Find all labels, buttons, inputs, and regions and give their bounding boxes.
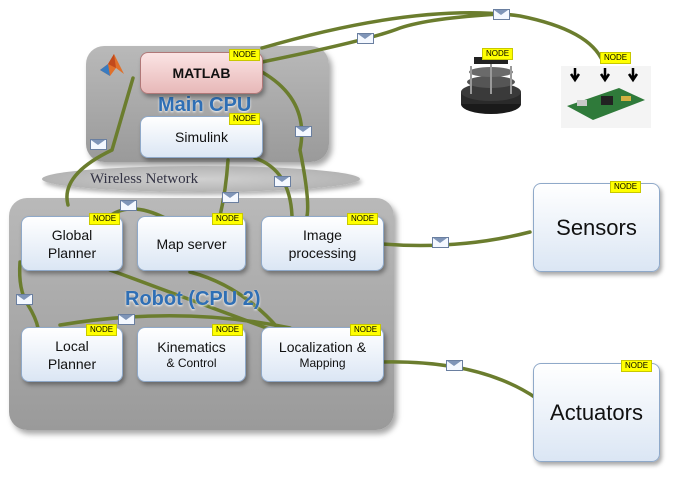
node-tag: NODE <box>610 181 642 193</box>
robot-cpu-title: Robot (CPU 2) <box>125 288 261 310</box>
link-simulink-map <box>218 158 230 218</box>
localization-sublabel: Mapping <box>299 356 346 370</box>
node-tag: NODE <box>482 48 514 60</box>
link-image-sensors <box>380 230 532 248</box>
matlab-label: MATLAB <box>172 65 231 81</box>
node-tag: NODE <box>347 213 379 225</box>
kinematics-sublabel: & Control <box>166 356 217 370</box>
envelope-icon <box>274 176 291 187</box>
link-matlab-global <box>65 76 135 207</box>
envelope-icon <box>118 314 135 325</box>
link-loc-actuators <box>380 360 538 400</box>
simulink-label: Simulink <box>175 129 228 145</box>
node-tag: NODE <box>350 324 382 336</box>
kinematics-node[interactable]: Kinematics & Control <box>137 327 246 382</box>
local-planner-label-line2: Planner <box>47 355 97 372</box>
wireless-network-label: Wireless Network <box>90 171 199 187</box>
global-planner-node[interactable]: Global Planner <box>21 216 123 271</box>
link-matlab-robot <box>260 12 502 64</box>
matlab-node[interactable]: MATLAB <box>140 52 263 94</box>
envelope-icon <box>90 139 107 150</box>
actuators-label: Actuators <box>550 399 643 425</box>
link-global-local <box>17 260 40 330</box>
image-processing-label-line2: processing <box>288 244 357 261</box>
kinematics-label: Kinematics <box>157 339 226 355</box>
image-processing-label-line1: Image <box>303 226 342 243</box>
envelope-icon <box>295 126 312 137</box>
local-planner-node[interactable]: Local Planner <box>21 327 123 382</box>
envelope-icon <box>446 360 463 371</box>
envelope-icon <box>16 294 33 305</box>
envelope-icon <box>357 33 374 44</box>
main-cpu-title: Main CPU <box>158 94 252 116</box>
localization-node[interactable]: Localization & Mapping <box>261 327 384 382</box>
envelope-icon <box>120 200 137 211</box>
node-tag: NODE <box>86 324 118 336</box>
matlab-logo-icon <box>100 54 124 76</box>
localization-label: Localization & <box>278 339 367 355</box>
embedded-board-icon <box>561 66 651 128</box>
envelope-icon <box>493 9 510 20</box>
map-server-node[interactable]: Map server <box>137 216 246 271</box>
sensors-label: Sensors <box>556 214 637 240</box>
node-tag: NODE <box>621 360 653 372</box>
map-server-label: Map server <box>156 235 227 252</box>
envelope-icon <box>222 192 239 203</box>
actuators-node[interactable]: Actuators <box>533 363 660 462</box>
link-local-loc <box>58 313 292 330</box>
link-map-loc <box>188 270 280 330</box>
node-tag: NODE <box>229 113 261 125</box>
image-processing-node[interactable]: Image processing <box>261 216 384 271</box>
link-matlab-image <box>260 70 310 218</box>
node-tag: NODE <box>89 213 121 225</box>
envelope-icon <box>432 237 449 248</box>
node-tag: NODE <box>229 49 261 61</box>
sensors-node[interactable]: Sensors <box>533 183 660 272</box>
node-tag: NODE <box>600 52 632 64</box>
node-tag: NODE <box>212 324 244 336</box>
local-planner-label-line1: Local <box>55 337 89 354</box>
simulink-node[interactable]: Simulink <box>140 116 263 158</box>
turtlebot-robot-icon <box>461 57 521 114</box>
link-simulink-imageproc <box>253 156 294 218</box>
global-planner-label-line1: Global <box>51 226 93 243</box>
global-planner-label-line2: Planner <box>47 244 97 261</box>
node-tag: NODE <box>212 213 244 225</box>
